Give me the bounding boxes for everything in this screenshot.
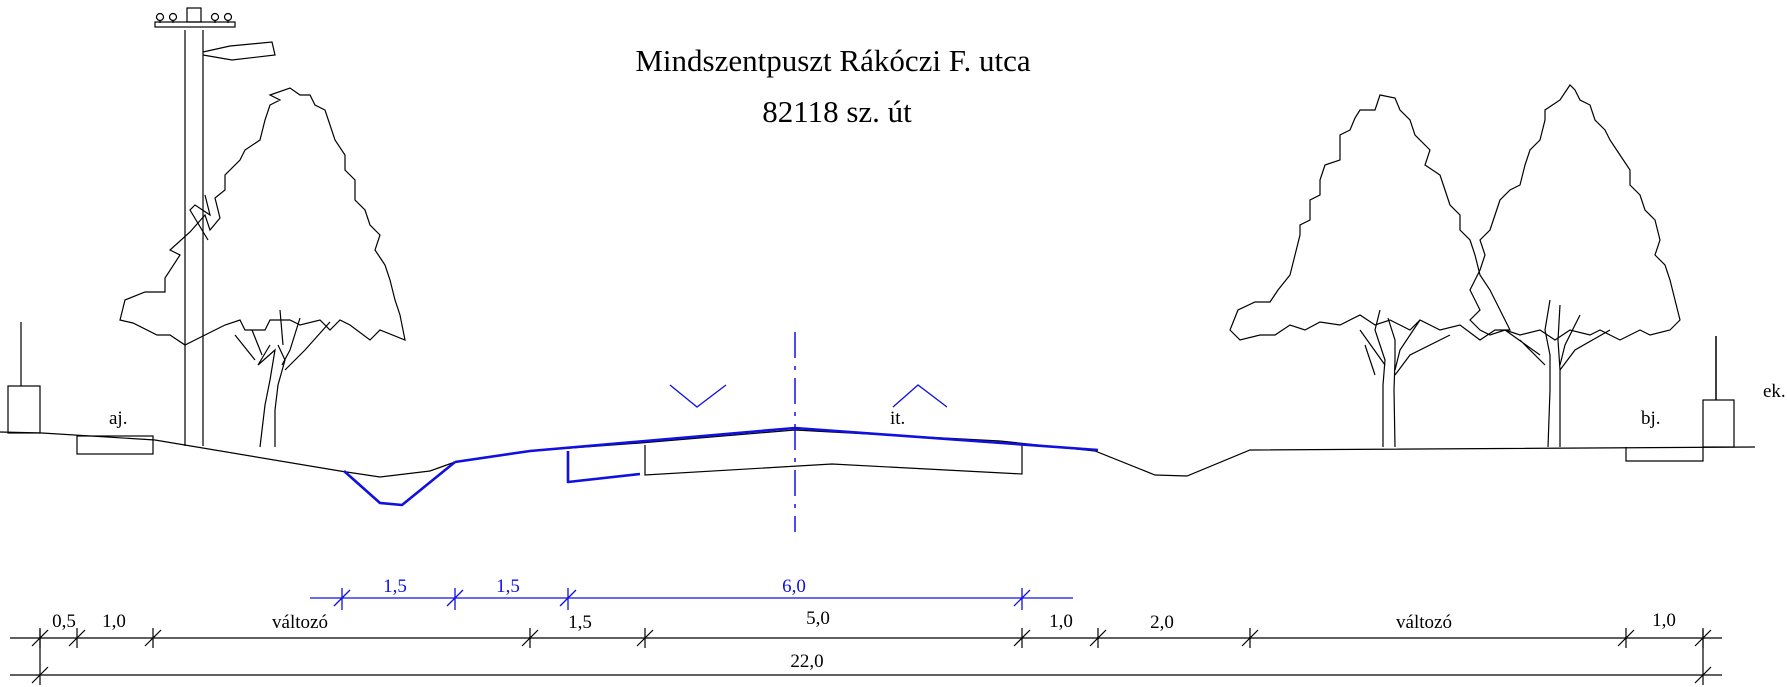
- dim-1-5: 1,5: [568, 612, 592, 633]
- road-number-title: 82118 sz. út: [762, 94, 912, 129]
- pavement-layer: [644, 444, 1023, 476]
- dim-0-5: 0,5: [52, 611, 76, 632]
- label-bj: bj.: [1641, 408, 1661, 429]
- total-dimension-line: 22,0: [10, 630, 1722, 685]
- slope-mark-left: [669, 384, 727, 408]
- blue-dim-2: 1,5: [496, 576, 520, 597]
- dim-1-0-mid: 1,0: [1049, 611, 1073, 632]
- dim-5-0: 5,0: [806, 608, 830, 629]
- design-profile: [343, 426, 1099, 507]
- label-aj: aj.: [109, 408, 127, 429]
- dim-valtozo-left: változó: [272, 612, 328, 633]
- left-fence-post: [7, 322, 41, 434]
- label-ek: ek.: [1763, 381, 1786, 402]
- design-dimension-line: 1,5 1,5 6,0: [310, 576, 1073, 610]
- dim-2-0: 2,0: [1150, 612, 1174, 633]
- utility-pole-with-lamp: [154, 7, 276, 446]
- right-tree-right: [1469, 84, 1681, 448]
- right-fence-post: [1702, 336, 1735, 448]
- existing-ground-profile: [0, 429, 1756, 478]
- left-tree: [119, 87, 406, 448]
- blue-dim-3: 6,0: [782, 576, 806, 597]
- existing-dimension-line: 0,5 1,0 változó 1,5 5,0 1,0 2,0 változó …: [10, 608, 1722, 648]
- slope-mark-right: [892, 384, 948, 408]
- dim-valtozo-right: változó: [1396, 612, 1452, 633]
- dim-1-0-right: 1,0: [1652, 610, 1676, 631]
- dim-1-0-left: 1,0: [102, 611, 126, 632]
- dim-total: 22,0: [790, 651, 823, 672]
- right-tree-left: [1229, 94, 1511, 448]
- label-it: it.: [890, 408, 905, 429]
- street-title: Mindszentpuszt Rákóczi F. utca: [635, 43, 1031, 78]
- blue-dim-1: 1,5: [383, 576, 407, 597]
